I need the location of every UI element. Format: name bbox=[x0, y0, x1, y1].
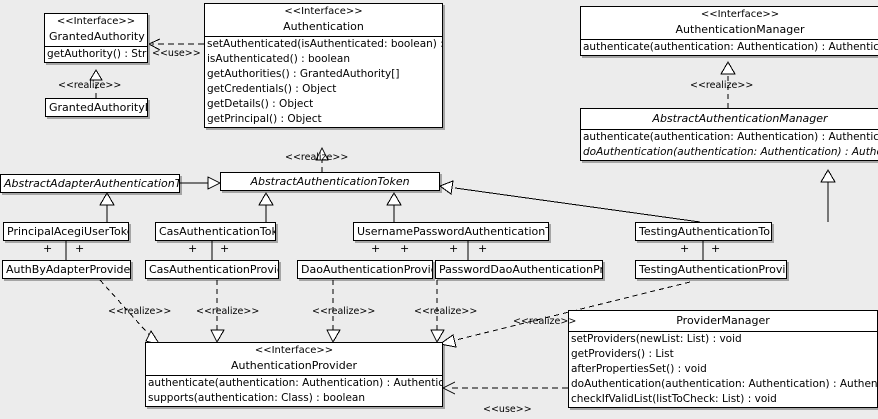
class-box-principal-acegi-user-token[interactable]: PrincipalAcegiUserToken bbox=[3, 222, 129, 241]
stereotype-label: <<Interface>> bbox=[284, 6, 363, 17]
compartment-divider bbox=[569, 331, 877, 332]
class-box-testing-authentication-provider[interactable]: TestingAuthenticationProvider bbox=[635, 260, 787, 279]
operation: afterPropertiesSet() : void bbox=[571, 363, 707, 375]
class-box-authentication-manager[interactable]: <<Interface>> AuthenticationManager auth… bbox=[580, 6, 878, 56]
operation: setProviders(newList: List) : void bbox=[571, 333, 742, 345]
stereotype-label: <<Interface>> bbox=[254, 345, 334, 356]
class-box-testing-authentication-token[interactable]: TestingAuthenticationToken bbox=[635, 222, 772, 241]
edge-label-realize-auth-by-adapter: <<realize>> bbox=[108, 306, 172, 317]
class-name: PrincipalAcegiUserToken bbox=[7, 225, 129, 238]
operation: checkIfValidList(listToCheck: List) : vo… bbox=[571, 393, 777, 405]
compartment-divider bbox=[581, 129, 878, 130]
class-box-dao-authentication-provider[interactable]: DaoAuthenticationProvider bbox=[297, 260, 433, 279]
edge-label-realize-granted-authority-impl: <<realize>> bbox=[58, 80, 122, 91]
compartment-divider bbox=[581, 39, 878, 40]
edge-label-realize-authentication-manager: <<realize>> bbox=[690, 80, 754, 91]
class-box-granted-authority-impl[interactable]: GrantedAuthorityImpl bbox=[45, 98, 148, 117]
class-name: AuthenticationProvider bbox=[230, 359, 358, 372]
class-header: <<Interface>> Authentication bbox=[205, 4, 442, 36]
class-name: Authentication bbox=[283, 20, 364, 33]
edge-label-use-provider-manager: <<use>> bbox=[483, 404, 532, 415]
class-box-authentication-provider[interactable]: <<Interface>> AuthenticationProvider aut… bbox=[145, 342, 443, 407]
compartment-divider bbox=[146, 375, 442, 376]
class-name: TestingAuthenticationToken bbox=[639, 225, 771, 238]
role-marker-plus: + bbox=[400, 242, 410, 255]
class-name: TestingAuthenticationProvider bbox=[639, 263, 786, 276]
class-header: <<Interface>> AuthenticationProvider bbox=[146, 343, 442, 375]
compartment-divider bbox=[45, 46, 147, 47]
class-name: DaoAuthenticationProvider bbox=[301, 263, 432, 276]
role-marker-plus: + bbox=[75, 242, 85, 255]
class-box-password-dao-authentication-provider[interactable]: PasswordDaoAuthenticationProvider bbox=[435, 260, 603, 279]
class-box-cas-authentication-token[interactable]: CasAuthenticationToken bbox=[155, 222, 276, 241]
edge-label-realize-authentication: <<realize>> bbox=[285, 152, 349, 163]
class-box-abstract-authentication-manager[interactable]: AbstractAuthenticationManager authentica… bbox=[580, 108, 878, 161]
edge-label-realize-dao: <<realize>> bbox=[312, 306, 376, 317]
class-header: <<Interface>> AuthenticationManager bbox=[581, 7, 878, 39]
operations-compartment: authenticate(authentication: Authenticat… bbox=[581, 40, 878, 55]
class-header: <<Interface>> GrantedAuthority bbox=[45, 14, 147, 46]
operation: authenticate(authentication: Authenticat… bbox=[583, 131, 878, 143]
operation: getCredentials() : Object bbox=[207, 83, 337, 95]
operation-abstract: doAuthentication(authentication: Authent… bbox=[583, 146, 878, 158]
role-marker-plus: + bbox=[371, 242, 381, 255]
class-name: CasAuthenticationToken bbox=[159, 225, 275, 238]
operation: doAuthentication(authentication: Authent… bbox=[571, 378, 877, 390]
class-header: AbstractAuthenticationManager bbox=[581, 109, 878, 129]
class-name: ProviderManager bbox=[676, 314, 770, 327]
role-marker-plus: + bbox=[449, 242, 459, 255]
class-name: AbstractAdapterAuthenticationToken bbox=[4, 177, 180, 190]
operations-compartment: setProviders(newList: List) : void getPr… bbox=[569, 332, 877, 407]
class-name: PasswordDaoAuthenticationProvider bbox=[439, 263, 602, 276]
class-box-provider-manager[interactable]: ProviderManager setProviders(newList: Li… bbox=[568, 310, 878, 408]
stereotype-label: <<Interface>> bbox=[700, 9, 780, 20]
operations-compartment: setAuthenticated(isAuthenticated: boolea… bbox=[205, 37, 442, 127]
class-box-granted-authority[interactable]: <<Interface>> GrantedAuthority getAuthor… bbox=[44, 13, 148, 63]
class-box-abstract-adapter-authentication-token[interactable]: AbstractAdapterAuthenticationToken bbox=[0, 174, 180, 193]
role-marker-plus: + bbox=[43, 242, 53, 255]
operation: getAuthorities() : GrantedAuthority[] bbox=[207, 68, 400, 80]
edge-label-realize-provider-manager: <<realize>> bbox=[513, 316, 577, 327]
class-name: AbstractAuthenticationManager bbox=[652, 112, 828, 125]
operation: authenticate(authentication: Authenticat… bbox=[583, 41, 878, 53]
operation: getAuthority() : String bbox=[47, 48, 147, 60]
operation: isAuthenticated() : boolean bbox=[207, 53, 350, 65]
class-name: UsernamePasswordAuthenticationToken bbox=[357, 225, 548, 238]
class-name: GrantedAuthorityImpl bbox=[49, 101, 148, 114]
edge-label-realize-cas: <<realize>> bbox=[196, 306, 260, 317]
operation: getDetails() : Object bbox=[207, 98, 314, 110]
operations-compartment: getAuthority() : String bbox=[45, 47, 147, 62]
role-marker-plus: + bbox=[220, 242, 230, 255]
edge-label-realize-password-dao: <<realize>> bbox=[414, 306, 478, 317]
operation: getProviders() : List bbox=[571, 348, 674, 360]
class-box-authentication[interactable]: <<Interface>> Authentication setAuthenti… bbox=[204, 3, 443, 128]
class-box-username-password-authentication-token[interactable]: UsernamePasswordAuthenticationToken bbox=[353, 222, 549, 241]
edge-label-use-granted-authority: <<use>> bbox=[152, 48, 201, 59]
class-name: AuthByAdapterProvider bbox=[6, 263, 131, 276]
class-name: GrantedAuthority bbox=[49, 30, 145, 43]
role-marker-plus: + bbox=[478, 242, 488, 255]
role-marker-plus: + bbox=[711, 242, 721, 255]
class-header: ProviderManager bbox=[569, 311, 877, 331]
role-marker-plus: + bbox=[188, 242, 198, 255]
operation: setAuthenticated(isAuthenticated: boolea… bbox=[207, 38, 442, 50]
operation: getPrincipal() : Object bbox=[207, 113, 322, 125]
operations-compartment: authenticate(authentication: Authenticat… bbox=[581, 130, 878, 160]
stereotype-label: <<Interface>> bbox=[56, 16, 136, 27]
class-box-auth-by-adapter-provider[interactable]: AuthByAdapterProvider bbox=[2, 260, 131, 279]
class-name: CasAuthenticationProvider bbox=[149, 263, 278, 276]
operation: supports(authentication: Class) : boolea… bbox=[148, 392, 365, 404]
operation: authenticate(authentication: Authenticat… bbox=[148, 377, 442, 389]
class-box-abstract-authentication-token[interactable]: AbstractAuthenticationToken bbox=[220, 172, 440, 191]
class-name: AuthenticationManager bbox=[675, 23, 805, 36]
role-marker-plus: + bbox=[680, 242, 690, 255]
operations-compartment: authenticate(authentication: Authenticat… bbox=[146, 376, 442, 406]
class-name: AbstractAuthenticationToken bbox=[250, 175, 410, 188]
compartment-divider bbox=[205, 36, 442, 37]
class-box-cas-authentication-provider[interactable]: CasAuthenticationProvider bbox=[145, 260, 279, 279]
